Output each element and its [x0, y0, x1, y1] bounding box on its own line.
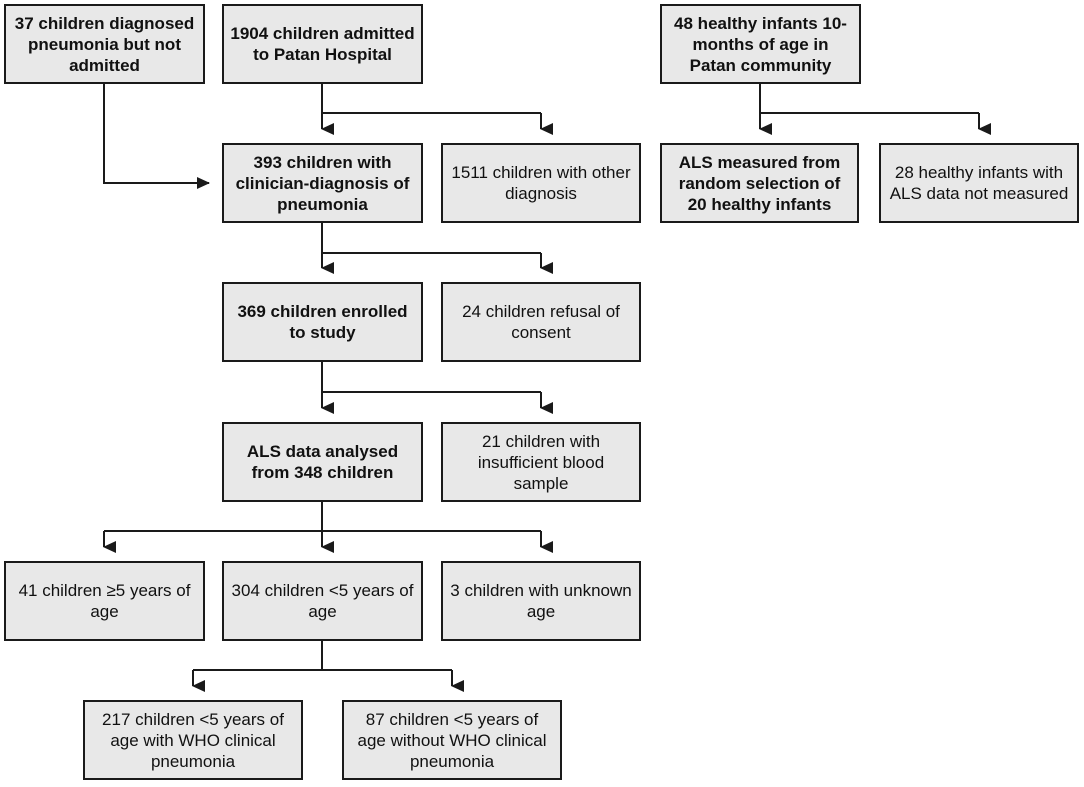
box-als-healthy: ALS measured from random selection of 20… [660, 143, 859, 223]
box-not-admitted-label: 37 children diagnosed pneumonia but not … [14, 13, 195, 75]
box-healthy-infants: 48 healthy infants 10-months of age in P… [660, 4, 861, 84]
box-admitted: 1904 children admitted to Patan Hospital [222, 4, 423, 84]
box-other-diagnosis-label: 1511 children with other diagnosis [451, 163, 631, 203]
box-age-5-plus: 41 children ≥5 years of age [4, 561, 205, 641]
box-age-under-5: 304 children <5 years of age [222, 561, 423, 641]
box-insufficient-blood-label: 21 children with insufficient blood samp… [477, 431, 605, 493]
box-insufficient-blood: 21 children with insufficient blood samp… [441, 422, 641, 502]
box-unknown-age: 3 children with unknown age [441, 561, 641, 641]
box-healthy-not-measured: 28 healthy infants with ALS data not mea… [879, 143, 1079, 223]
box-who-clinical-label: 217 children <5 years of age with WHO cl… [102, 709, 284, 771]
box-clinician-diagnosis-label: 393 children with clinician-diagnosis of… [235, 152, 410, 214]
box-other-diagnosis: 1511 children with other diagnosis [441, 143, 641, 223]
box-refusal-label: 24 children refusal of consent [462, 302, 620, 342]
box-healthy-not-measured-label: 28 healthy infants with ALS data not mea… [889, 163, 1069, 203]
box-als-analysed: ALS data analysed from 348 children [222, 422, 423, 502]
box-als-analysed-label: ALS data analysed from 348 children [246, 442, 399, 482]
box-unknown-age-label: 3 children with unknown age [450, 581, 632, 621]
box-enrolled: 369 children enrolled to study [222, 282, 423, 362]
box-without-who: 87 children <5 years of age without WHO … [342, 700, 562, 780]
box-healthy-infants-label: 48 healthy infants 10-months of age in P… [674, 13, 847, 75]
box-without-who-label: 87 children <5 years of age without WHO … [357, 709, 547, 771]
box-clinician-diagnosis: 393 children with clinician-diagnosis of… [222, 143, 423, 223]
box-age-5-plus-label: 41 children ≥5 years of age [18, 581, 191, 621]
box-age-under-5-label: 304 children <5 years of age [231, 581, 414, 621]
box-als-healthy-label: ALS measured from random selection of 20… [678, 152, 841, 214]
box-who-clinical: 217 children <5 years of age with WHO cl… [83, 700, 303, 780]
box-admitted-label: 1904 children admitted to Patan Hospital [230, 24, 415, 64]
box-not-admitted: 37 children diagnosed pneumonia but not … [4, 4, 205, 84]
connector-not-admitted [103, 84, 210, 189]
box-refusal: 24 children refusal of consent [441, 282, 641, 362]
box-enrolled-label: 369 children enrolled to study [237, 302, 408, 342]
